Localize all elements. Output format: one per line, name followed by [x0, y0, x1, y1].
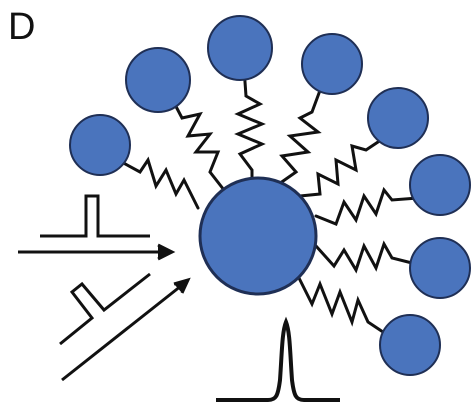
spring-7	[314, 240, 418, 274]
spring-1	[116, 156, 200, 210]
spring-5	[298, 136, 386, 198]
peripheral-node-5	[367, 87, 429, 149]
output-spike	[216, 316, 340, 402]
input-pulse-2	[59, 272, 151, 346]
peripheral-node-3	[207, 15, 273, 81]
spring-2	[168, 93, 226, 192]
peripheral-node-2	[125, 47, 191, 113]
spring-6	[314, 186, 420, 226]
spring-3	[234, 66, 266, 188]
peripheral-node-6	[409, 154, 471, 216]
spring-8	[294, 270, 394, 340]
spring-4	[274, 83, 324, 188]
panel-label: D	[8, 6, 36, 48]
peripheral-node-8	[379, 314, 441, 376]
peripheral-node-7	[409, 237, 471, 299]
input-pulse-1	[40, 194, 150, 238]
input-arrow-diagonal	[59, 272, 191, 382]
central-node	[198, 176, 318, 296]
input-arrow-horizontal	[18, 194, 176, 261]
peripheral-node-1	[69, 114, 131, 176]
peripheral-node-4	[301, 33, 363, 95]
